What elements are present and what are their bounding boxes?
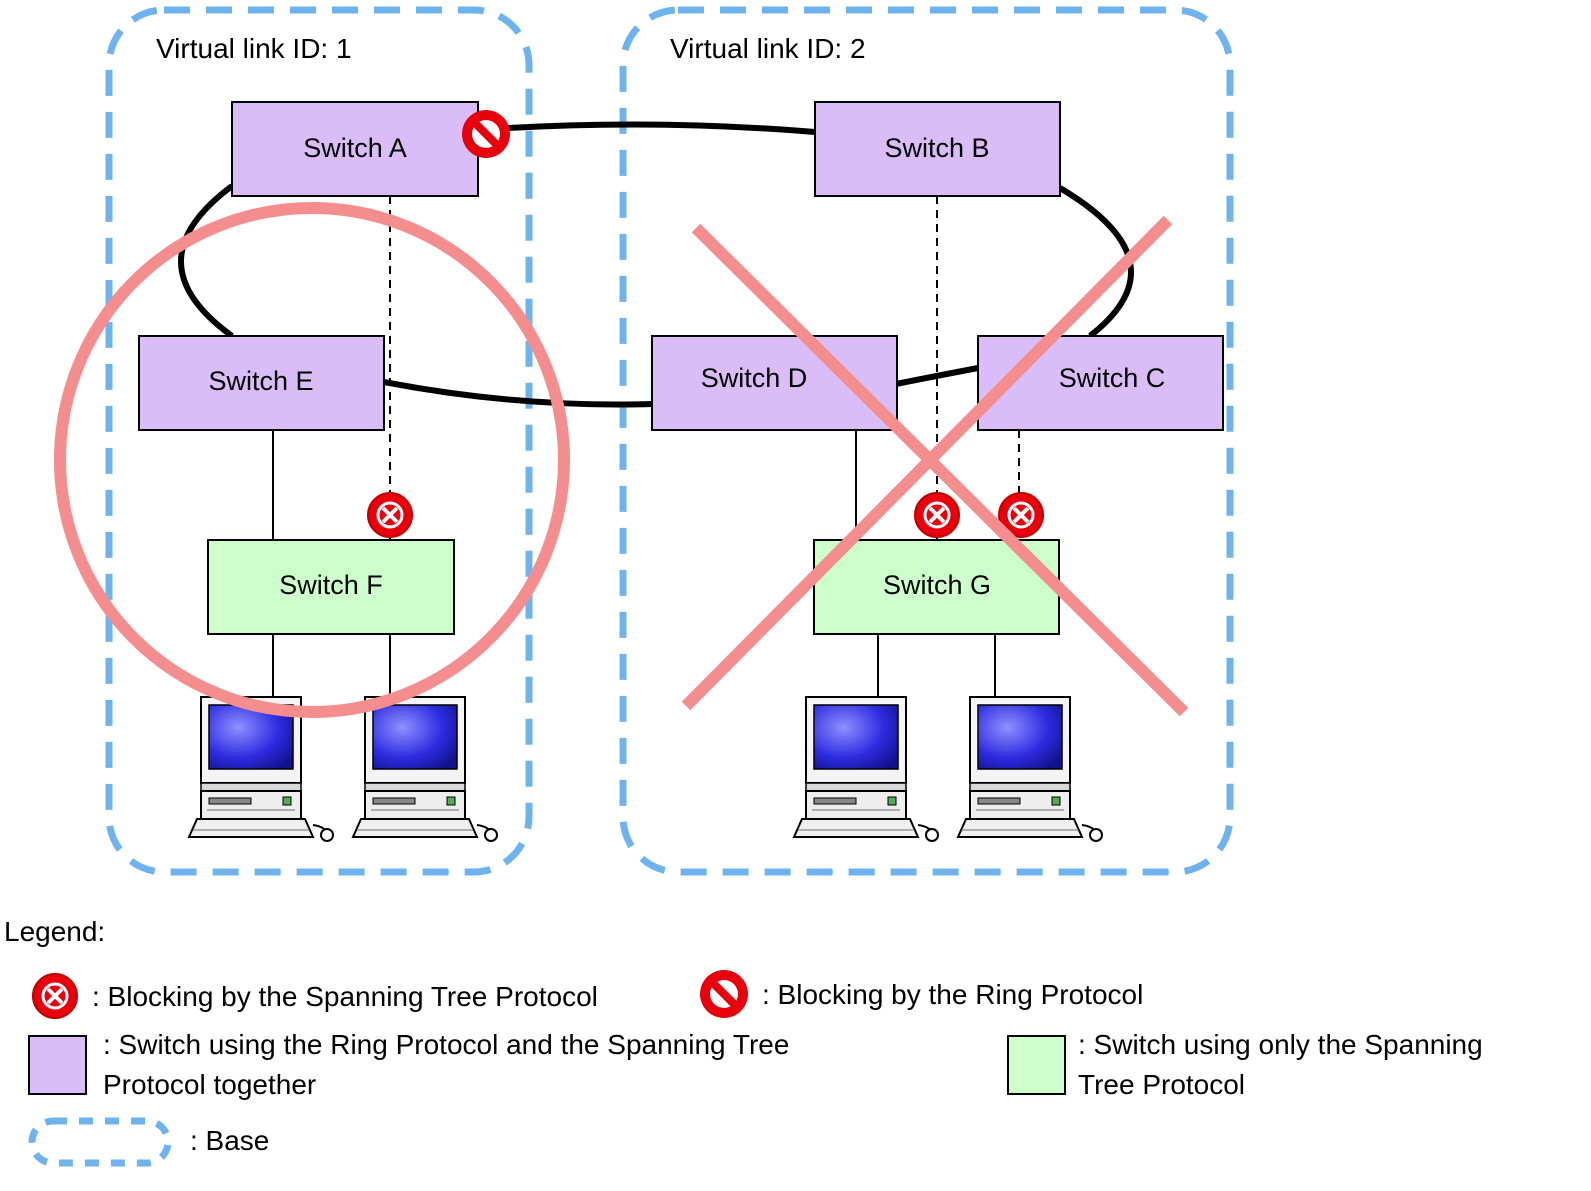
access-links: [272, 430, 996, 700]
stp-blocking-icon: [913, 491, 961, 539]
legend-base-text: : Base: [190, 1125, 269, 1156]
switch-f-label: Switch F: [279, 570, 383, 600]
switch-e-label: Switch E: [208, 366, 313, 396]
cross-mark: [681, 215, 1189, 717]
ring-blocking-icon: [700, 970, 748, 1018]
switch-e: Switch E: [138, 335, 385, 431]
legend-base-swatch: [28, 1117, 172, 1167]
switch-d-label: Switch D: [701, 363, 808, 393]
base-1-label: Virtual link ID: 1: [156, 33, 352, 64]
switch-b-label: Switch B: [884, 133, 989, 163]
stp-blocking-icon: [31, 972, 79, 1020]
legend-stp-switch-text-1: : Switch using only the Spanning: [1078, 1029, 1483, 1060]
computer-icon: [957, 696, 1103, 842]
legend-ring-switch-swatch: [28, 1035, 87, 1095]
switch-d: Switch D: [651, 335, 898, 431]
switch-g-label: Switch G: [883, 570, 991, 600]
switch-c-label: Switch C: [1059, 363, 1166, 393]
switch-b: Switch B: [814, 101, 1061, 197]
legend-stp-switch-swatch: [1007, 1035, 1066, 1095]
computer-icon: [188, 696, 334, 842]
switch-a-label: Switch A: [303, 133, 407, 163]
computer-icon: [352, 696, 498, 842]
ring-blocking-icon: [462, 110, 510, 158]
legend-ring-block-text: : Blocking by the Ring Protocol: [762, 979, 1143, 1010]
circle-mark: [54, 202, 570, 718]
switch-c: Switch C: [977, 335, 1224, 431]
legend-ring-switch-text-2: Protocol together: [103, 1069, 316, 1100]
legend-ring-switch-text-1: : Switch using the Ring Protocol and the…: [103, 1029, 789, 1060]
legend-title: Legend:: [4, 916, 105, 947]
switch-f: Switch F: [207, 539, 455, 635]
legend-stp-block-text: : Blocking by the Spanning Tree Protocol: [92, 981, 598, 1012]
legend-stp-switch-text-2: Tree Protocol: [1078, 1069, 1245, 1100]
switch-a: Switch A: [231, 101, 479, 197]
base-2-label: Virtual link ID: 2: [670, 33, 866, 64]
stp-blocking-icon: [366, 491, 414, 539]
base-region-1: [105, 6, 533, 876]
computer-icon: [793, 696, 939, 842]
